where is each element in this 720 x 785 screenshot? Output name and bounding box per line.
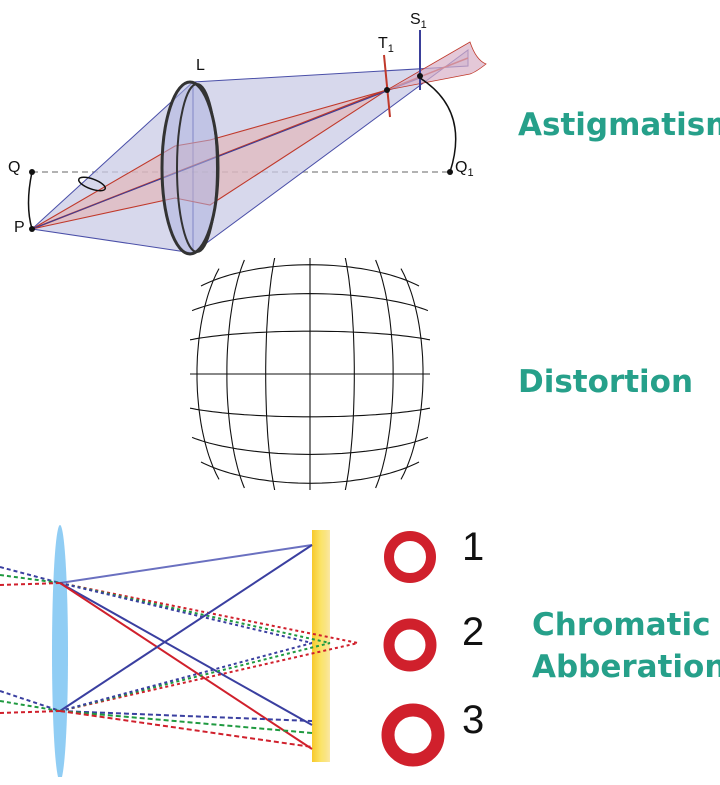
lens-body [160,80,220,256]
grid-row-5 [191,436,429,455]
focal-flare [386,41,487,91]
ring-3 [381,703,445,767]
tangential-plane-marker [383,54,391,118]
image-arc [419,77,457,173]
astigmatism-diagram: L T1 S1 Q P Q1 [0,0,500,262]
astigmatism-heading: Astigmatism [518,107,720,143]
label-L: L [196,57,205,74]
label-T1: T1 [378,35,394,55]
lens-rim [176,83,218,253]
grid-col-6 [400,268,424,480]
chromatic-heading-line2: Abberation [532,649,720,685]
label-Q: Q [8,159,20,176]
ring-1 [384,531,436,583]
label-S1: S1 [410,11,427,31]
lens [52,525,68,781]
rays-top [0,544,359,750]
point-Q1 [447,169,453,175]
distortion-grid [183,252,437,496]
ring-label-2: 2 [462,610,484,654]
chromatic-diagram: 1 2 3 [0,515,500,781]
chromatic-figure: 1 2 3 [0,525,484,781]
ring-2 [383,618,437,672]
rotation-icon [77,176,107,192]
distortion-heading: Distortion [518,364,694,400]
ring-label-3: 3 [462,698,484,742]
barrel-distortion-grid [183,252,437,496]
astigmatism-figure: L T1 S1 Q P Q1 [8,11,487,256]
label-P: P [14,219,25,236]
label-Q1: Q1 [455,159,474,179]
rays-bottom [0,544,359,748]
grid-row-6 [200,461,420,484]
grid-col-4 [343,254,355,494]
object-arc [27,171,33,230]
point-P [29,226,35,232]
chief-ray-blue [31,77,421,230]
chromatic-heading-line1: Chromatic [532,607,711,643]
grid-col-5 [375,259,394,489]
tangential-focus [384,87,390,93]
grid-row-4 [185,406,435,418]
sagittal-focus [417,73,423,79]
screen [312,530,330,762]
point-Q [29,169,35,175]
ring-label-1: 1 [462,525,484,569]
